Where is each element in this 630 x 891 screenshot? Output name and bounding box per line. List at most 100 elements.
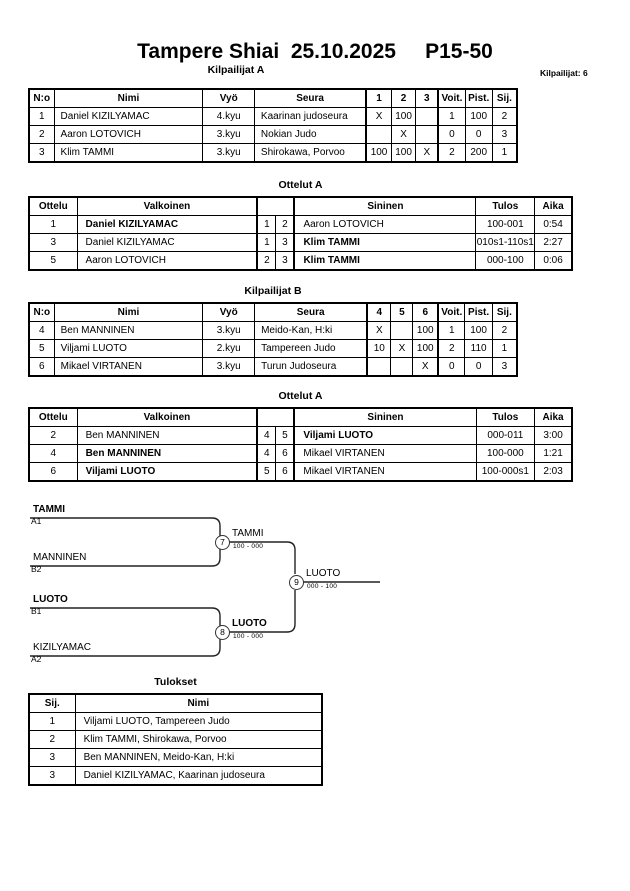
col-points: Pist. (464, 302, 493, 322)
col-m2: 2 (390, 88, 417, 108)
cell-white-no: 1 (256, 233, 277, 252)
entry-count-label: Kilpailijat: 6 (540, 68, 588, 78)
cell-m3 (415, 125, 439, 144)
table-header-row: Ottelu Valkoinen Sininen Tulos Aika (28, 407, 573, 427)
bracket-lines (30, 517, 380, 657)
tournament-bracket: TAMMI A1 MANNINEN B2 LUOTO B1 KIZILYAMAC… (0, 498, 630, 678)
cell-result: 010s1-110s1 (475, 233, 536, 252)
bracket-seed-name: KIZILYAMAC (33, 642, 91, 653)
cell-match-no: 3 (28, 233, 78, 252)
cell-rank: 1 (28, 712, 76, 731)
cell-time: 2:27 (534, 233, 573, 252)
cell-match-no: 4 (28, 444, 78, 463)
cell-m5 (390, 357, 414, 377)
cell-match-no: 2 (28, 426, 78, 445)
cell-white: Ben MANNINEN (76, 444, 258, 463)
col-points: Pist. (464, 88, 493, 108)
table-row: 5 Viljami LUOTO 2.kyu Tampereen Judo 10 … (28, 339, 518, 358)
col-rank: Sij. (491, 302, 518, 322)
results-heading: Tulokset (154, 676, 197, 688)
cell-name: Ben MANNINEN (53, 321, 204, 340)
cell-no: 3 (28, 143, 55, 163)
cell-rank: 2 (491, 107, 518, 126)
col-m6: 6 (412, 302, 439, 322)
matches-a-table: Ottelu Valkoinen Sininen Tulos Aika 1 Da… (28, 196, 573, 271)
table-row: 1 Viljami LUOTO, Tampereen Judo (28, 712, 323, 731)
table-row: 6 Viljami LUOTO 5 6 Mikael VIRTANEN 100-… (28, 462, 573, 482)
table-row: 2 Klim TAMMI, Shirokawa, Porvoo (28, 730, 323, 749)
cell-club: Shirokawa, Porvoo (253, 143, 367, 163)
table-row: 1 Daniel KIZILYAMAC 1 2 Aaron LOTOVICH 1… (28, 215, 573, 234)
cell-name: Viljami LUOTO, Tampereen Judo (74, 712, 323, 731)
bracket-seed-name: MANNINEN (33, 552, 87, 563)
cell-m2: 100 (390, 107, 417, 126)
bracket-score: 100 - 000 (233, 633, 264, 640)
pool-b-table: N:o Nimi Vyö Seura 4 5 6 Voit. Pist. Sij… (28, 302, 518, 377)
event-name: Tampere Shiai (137, 40, 280, 63)
table-row: 3 Daniel KIZILYAMAC, Kaarinan judoseura (28, 766, 323, 786)
col-belt: Vyö (202, 302, 256, 322)
cell-match-no: 6 (28, 462, 78, 482)
cell-points: 110 (464, 339, 493, 358)
cell-belt: 3.kyu (202, 321, 256, 340)
table-row: 1 Daniel KIZILYAMAC 4.kyu Kaarinan judos… (28, 107, 518, 126)
bracket-score: 100 - 000 (233, 543, 264, 550)
cell-result: 100-001 (475, 215, 536, 234)
cell-m4: 10 (366, 339, 392, 358)
cell-result: 100-000 (475, 444, 536, 463)
col-club: Seura (253, 88, 367, 108)
cell-club: Kaarinan judoseura (253, 107, 367, 126)
cell-white-no: 2 (256, 251, 277, 271)
col-match-no: Ottelu (28, 407, 78, 427)
cell-club: Nokian Judo (253, 125, 367, 144)
cell-result: 000-011 (475, 426, 536, 445)
cell-name: Klim TAMMI, Shirokawa, Porvoo (74, 730, 323, 749)
cell-time: 0:54 (534, 215, 573, 234)
col-wins: Voit. (437, 302, 466, 322)
cell-blue: Aaron LOTOVICH (293, 215, 477, 234)
cell-belt: 3.kyu (202, 143, 255, 163)
cell-points: 0 (464, 125, 493, 144)
cell-m5 (390, 321, 414, 340)
cell-name: Aaron LOTOVICH (53, 125, 204, 144)
cell-time: 0:06 (534, 251, 573, 271)
table-row: 3 Klim TAMMI 3.kyu Shirokawa, Porvoo 100… (28, 143, 518, 163)
col-m1: 1 (365, 88, 392, 108)
cell-white: Ben MANNINEN (76, 426, 258, 445)
cell-m2: X (390, 125, 417, 144)
pool-a-table: N:o Nimi Vyö Seura 1 2 3 Voit. Pist. Sij… (28, 88, 518, 163)
pool-a-heading: Kilpailijat A (207, 64, 265, 76)
cell-points: 100 (464, 321, 493, 340)
col-result: Tulos (475, 196, 536, 216)
table-row: 3 Daniel KIZILYAMAC 1 3 Klim TAMMI 010s1… (28, 233, 573, 252)
col-wins: Voit. (437, 88, 466, 108)
bracket-final-winner: LUOTO (306, 568, 341, 579)
cell-white: Daniel KIZILYAMAC (76, 215, 258, 234)
cell-blue: Mikael VIRTANEN (293, 462, 477, 482)
cell-points: 0 (464, 357, 493, 377)
cell-points: 200 (464, 143, 493, 163)
col-rank: Sij. (491, 88, 518, 108)
cell-white: Viljami LUOTO (76, 462, 258, 482)
cell-name: Klim TAMMI (53, 143, 204, 163)
bracket-seed-name: TAMMI (33, 504, 66, 515)
col-blue-no (275, 196, 296, 216)
table-row: 2 Ben MANNINEN 4 5 Viljami LUOTO 000-011… (28, 426, 573, 445)
col-white: Valkoinen (76, 407, 258, 427)
cell-rank: 3 (28, 766, 76, 786)
cell-wins: 0 (437, 125, 466, 144)
cell-blue-no: 3 (275, 233, 296, 252)
col-white-no (256, 407, 276, 427)
matches-a-table-wrap: Ottelu Valkoinen Sininen Tulos Aika 1 Da… (28, 196, 573, 271)
matches-a-heading: Ottelut A (278, 179, 323, 191)
bracket-seed-code: B1 (31, 606, 42, 616)
cell-rank: 3 (491, 357, 518, 377)
cell-wins: 2 (437, 339, 466, 358)
cell-wins: 1 (437, 321, 466, 340)
col-club: Seura (254, 302, 368, 322)
cell-blue-no: 5 (275, 426, 296, 445)
cell-m4 (366, 357, 392, 377)
cell-m1: X (365, 107, 392, 126)
cell-m3 (415, 107, 439, 126)
table-row: 4 Ben MANNINEN 4 6 Mikael VIRTANEN 100-0… (28, 444, 573, 463)
